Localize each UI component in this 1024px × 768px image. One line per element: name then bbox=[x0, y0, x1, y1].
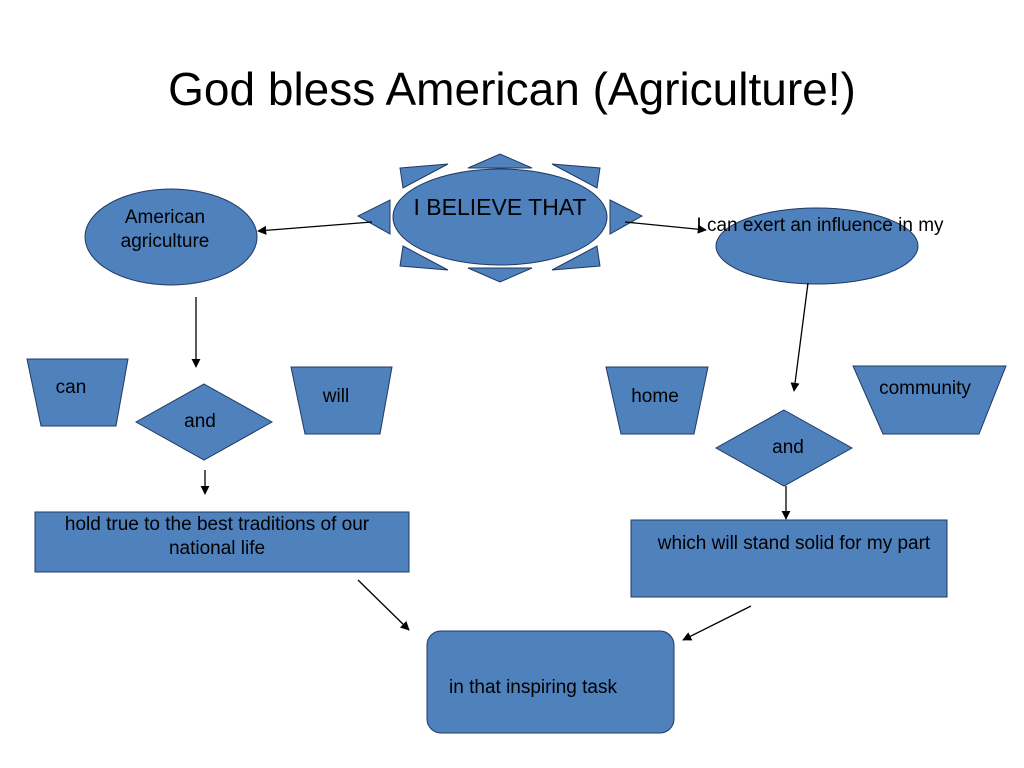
center-ellipse bbox=[392, 168, 608, 266]
american-agriculture-ellipse bbox=[84, 188, 258, 286]
sun-ray-top bbox=[467, 153, 533, 169]
will-trapezoid bbox=[290, 366, 393, 435]
sun-ray-left bbox=[356, 199, 391, 235]
influence-label: I can exert an influence in my bbox=[696, 215, 944, 236]
sun-ray-bottom bbox=[467, 267, 533, 283]
sun-ray-bottom-right bbox=[551, 245, 601, 271]
american-agriculture-label: American agriculture bbox=[120, 207, 210, 252]
slide-title: God bless American (Agriculture!) bbox=[168, 63, 856, 115]
stand-solid-label: which will stand solid for my part bbox=[657, 533, 931, 554]
home-label: home bbox=[631, 386, 679, 407]
sun-ray-right bbox=[609, 199, 644, 235]
and-diamond-left bbox=[134, 383, 274, 461]
sun-ray-top-right bbox=[551, 163, 601, 189]
arrow-center-to-right bbox=[624, 221, 707, 234]
can-trapezoid bbox=[26, 358, 129, 427]
and-diamond-right bbox=[714, 409, 854, 487]
will-label: will bbox=[322, 386, 350, 407]
arrow-right-box-to-bottom bbox=[682, 605, 752, 641]
community-label: community bbox=[879, 378, 971, 399]
influence-ellipse bbox=[715, 207, 919, 285]
inspiring-task-rect bbox=[426, 630, 675, 734]
center-label: I BELIEVE THAT bbox=[413, 194, 587, 220]
stand-solid-rect bbox=[630, 519, 948, 598]
arrow-left-box-to-bottom bbox=[357, 579, 410, 631]
home-trapezoid bbox=[605, 366, 709, 435]
and-left-label: and bbox=[184, 411, 216, 432]
sun-ray-bottom-left bbox=[399, 245, 449, 271]
traditions-label: hold true to the best traditions of our … bbox=[64, 514, 370, 559]
community-trapezoid bbox=[852, 365, 1007, 435]
arrow-center-to-left bbox=[257, 221, 373, 235]
inspiring-task-label: in that inspiring task bbox=[449, 677, 617, 698]
and-right-label: and bbox=[772, 437, 804, 458]
sun-shape bbox=[356, 153, 644, 283]
arrow-right-down-to-and bbox=[790, 282, 809, 392]
sun-ray-top-left bbox=[399, 163, 449, 189]
can-label: can bbox=[55, 377, 87, 398]
traditions-rect bbox=[34, 511, 410, 573]
